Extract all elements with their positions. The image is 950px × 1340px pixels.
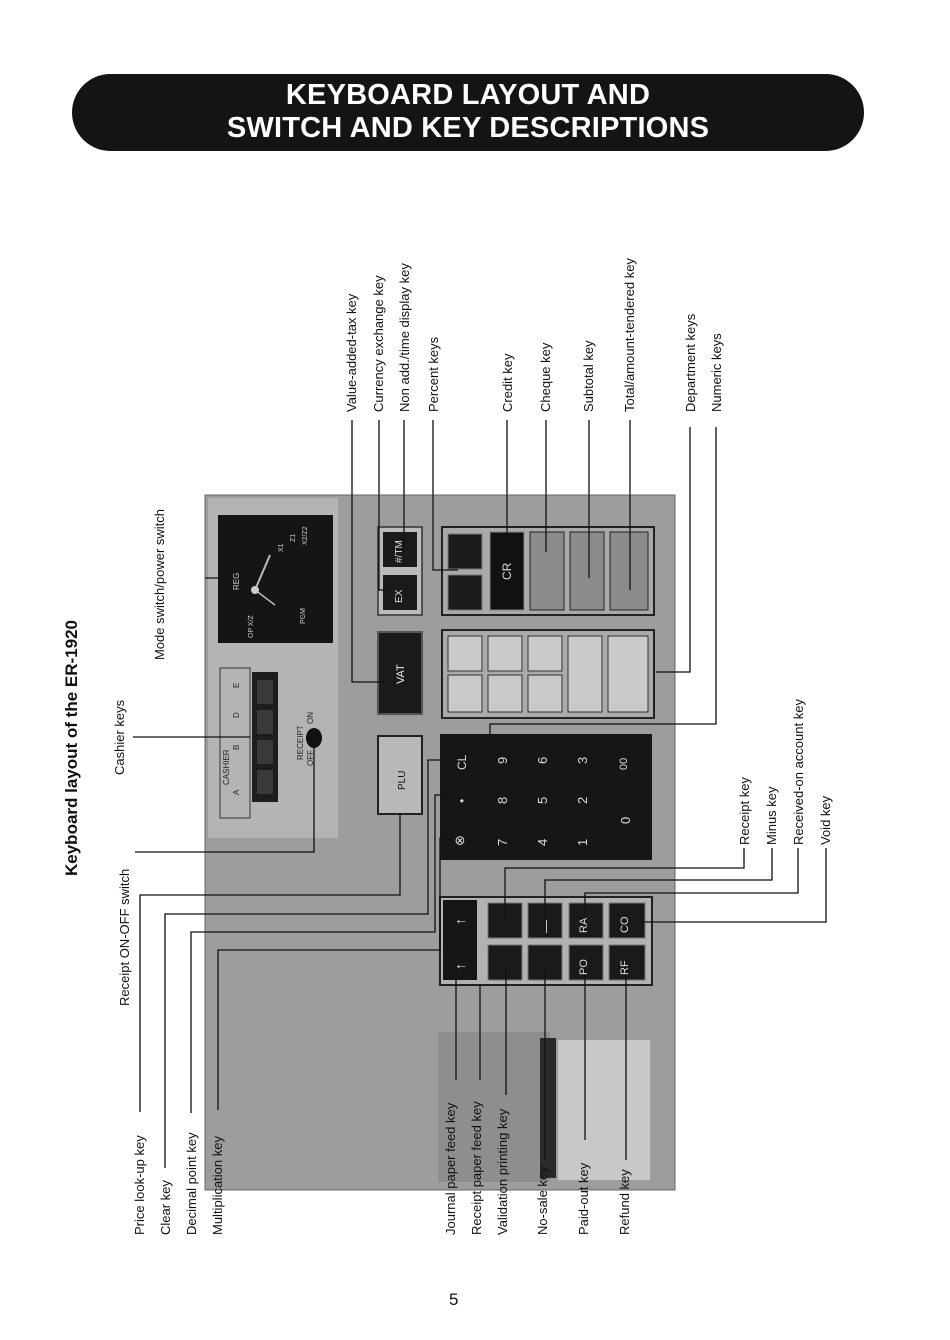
- key-po: PO: [578, 959, 590, 975]
- label-department-keys: Department keys: [683, 313, 698, 412]
- key-void: CO: [619, 916, 631, 934]
- key-decimal: •: [455, 798, 469, 803]
- receipt-toggle: [306, 728, 322, 748]
- label-subtotal-key: Subtotal key: [581, 340, 596, 412]
- key-1: 1: [575, 838, 590, 846]
- percent-key-1: [447, 574, 483, 611]
- percent-key-2: [447, 533, 483, 570]
- mode-z1-label: Z1: [290, 533, 297, 542]
- header-line-2: SWITCH AND KEY DESCRIPTIONS: [226, 112, 710, 144]
- mode-op-label: OP X/Z: [248, 615, 255, 638]
- key-0: 0: [618, 816, 633, 824]
- key-tm: #/TM: [394, 540, 405, 563]
- panel-on-label: ON: [306, 712, 315, 724]
- mode-switch-window: [218, 515, 333, 643]
- total-key: [609, 531, 649, 611]
- page-number: 5: [449, 1290, 459, 1309]
- label-credit-key: Credit key: [500, 353, 515, 412]
- label-price-lookup-key: Price look-up key: [132, 1135, 147, 1235]
- label-mode-switch: Mode switch/power switch: [152, 509, 167, 660]
- label-refund-key: Refund key: [617, 1169, 632, 1235]
- label-receipt-key: Receipt key: [737, 777, 752, 845]
- label-numeric-keys: Numeric keys: [709, 333, 724, 412]
- header-banner: KEYBOARD LAYOUT AND SWITCH AND KEY DESCR…: [72, 74, 864, 151]
- label-journal-feed-key: Journal paper feed key: [443, 1102, 458, 1235]
- key-rf: RF: [619, 960, 631, 975]
- panel-cashier-letter-a: A: [232, 789, 241, 795]
- panel-off-label: OFF: [306, 750, 315, 766]
- label-currency-exchange-key: Currency exchange key: [371, 275, 386, 412]
- key-plu: PLU: [397, 770, 408, 790]
- label-receipt-feed-key: Receipt paper feed key: [469, 1101, 484, 1235]
- key-7: 7: [495, 838, 510, 846]
- panel-receipt-label: RECEIPT: [296, 725, 305, 760]
- key-cr: CR: [500, 562, 514, 580]
- key-5: 5: [535, 796, 550, 804]
- cheque-key: [529, 531, 565, 611]
- key-4: 4: [535, 838, 550, 846]
- label-validation-printing-key: Validation printing key: [495, 1108, 510, 1235]
- journal-feed-arrow-icon: ↑: [452, 918, 468, 925]
- panel-cashier-label: CASHIER: [222, 749, 231, 785]
- numeric-keypad: [440, 734, 652, 860]
- key-8: 8: [495, 796, 510, 804]
- label-minus-key: Minus key: [764, 786, 779, 845]
- key-3: 3: [575, 756, 590, 764]
- label-total-key: Total/amount-tendered key: [622, 258, 637, 412]
- label-vat-key: Value-added-tax key: [344, 293, 359, 412]
- key-multiply: ⊗: [452, 835, 467, 846]
- mode-x1-label: X1: [278, 543, 285, 552]
- plu-key: [377, 735, 423, 815]
- label-cashier-keys: Cashier keys: [112, 699, 127, 775]
- key-9: 9: [495, 756, 510, 764]
- printer-area: [438, 1032, 550, 1182]
- label-paid-out-key: Paid-out key: [576, 1162, 591, 1235]
- tm-key: [383, 532, 417, 567]
- ex-key: [383, 575, 417, 610]
- mode-pgm-label: PGM: [300, 608, 307, 624]
- receipt-feed-arrow-icon: ↑: [452, 963, 468, 970]
- panel-cashier-letter-b: B: [232, 744, 241, 750]
- panel-cashier-letter-d: D: [232, 712, 241, 718]
- label-received-on-account-key: Received-on account key: [791, 699, 806, 845]
- label-multiplication-key: Multiplication key: [210, 1136, 225, 1235]
- key-ra: RA: [578, 917, 590, 933]
- label-void-key: Void key: [818, 795, 833, 845]
- key-vat: VAT: [395, 664, 407, 684]
- panel-cashier-letter-e: E: [232, 682, 241, 688]
- key-minus: —: [538, 920, 553, 933]
- label-non-add-key: Non add./time display key: [397, 263, 412, 412]
- mode-reg-label: REG: [232, 572, 241, 590]
- header-line-1: KEYBOARD LAYOUT AND: [285, 79, 651, 111]
- key-cl: CL: [455, 754, 469, 770]
- vat-key: [377, 631, 423, 715]
- section-title: Keyboard layout of the ER-1920: [62, 619, 81, 876]
- label-receipt-onoff-switch: Receipt ON-OFF switch: [117, 868, 132, 1006]
- label-percent-keys: Percent keys: [426, 336, 441, 412]
- mode-x2z2-label: X2/Z2: [302, 526, 309, 545]
- label-no-sale-key: No-sale key: [535, 1166, 550, 1235]
- label-decimal-point-key: Decimal point key: [184, 1132, 199, 1235]
- key-6: 6: [535, 756, 550, 764]
- key-00: 00: [618, 757, 630, 770]
- key-ex: EX: [394, 589, 405, 603]
- subtotal-key: [569, 531, 605, 611]
- label-cheque-key: Cheque key: [538, 342, 553, 412]
- key-2: 2: [575, 796, 590, 804]
- label-clear-key: Clear key: [158, 1180, 173, 1235]
